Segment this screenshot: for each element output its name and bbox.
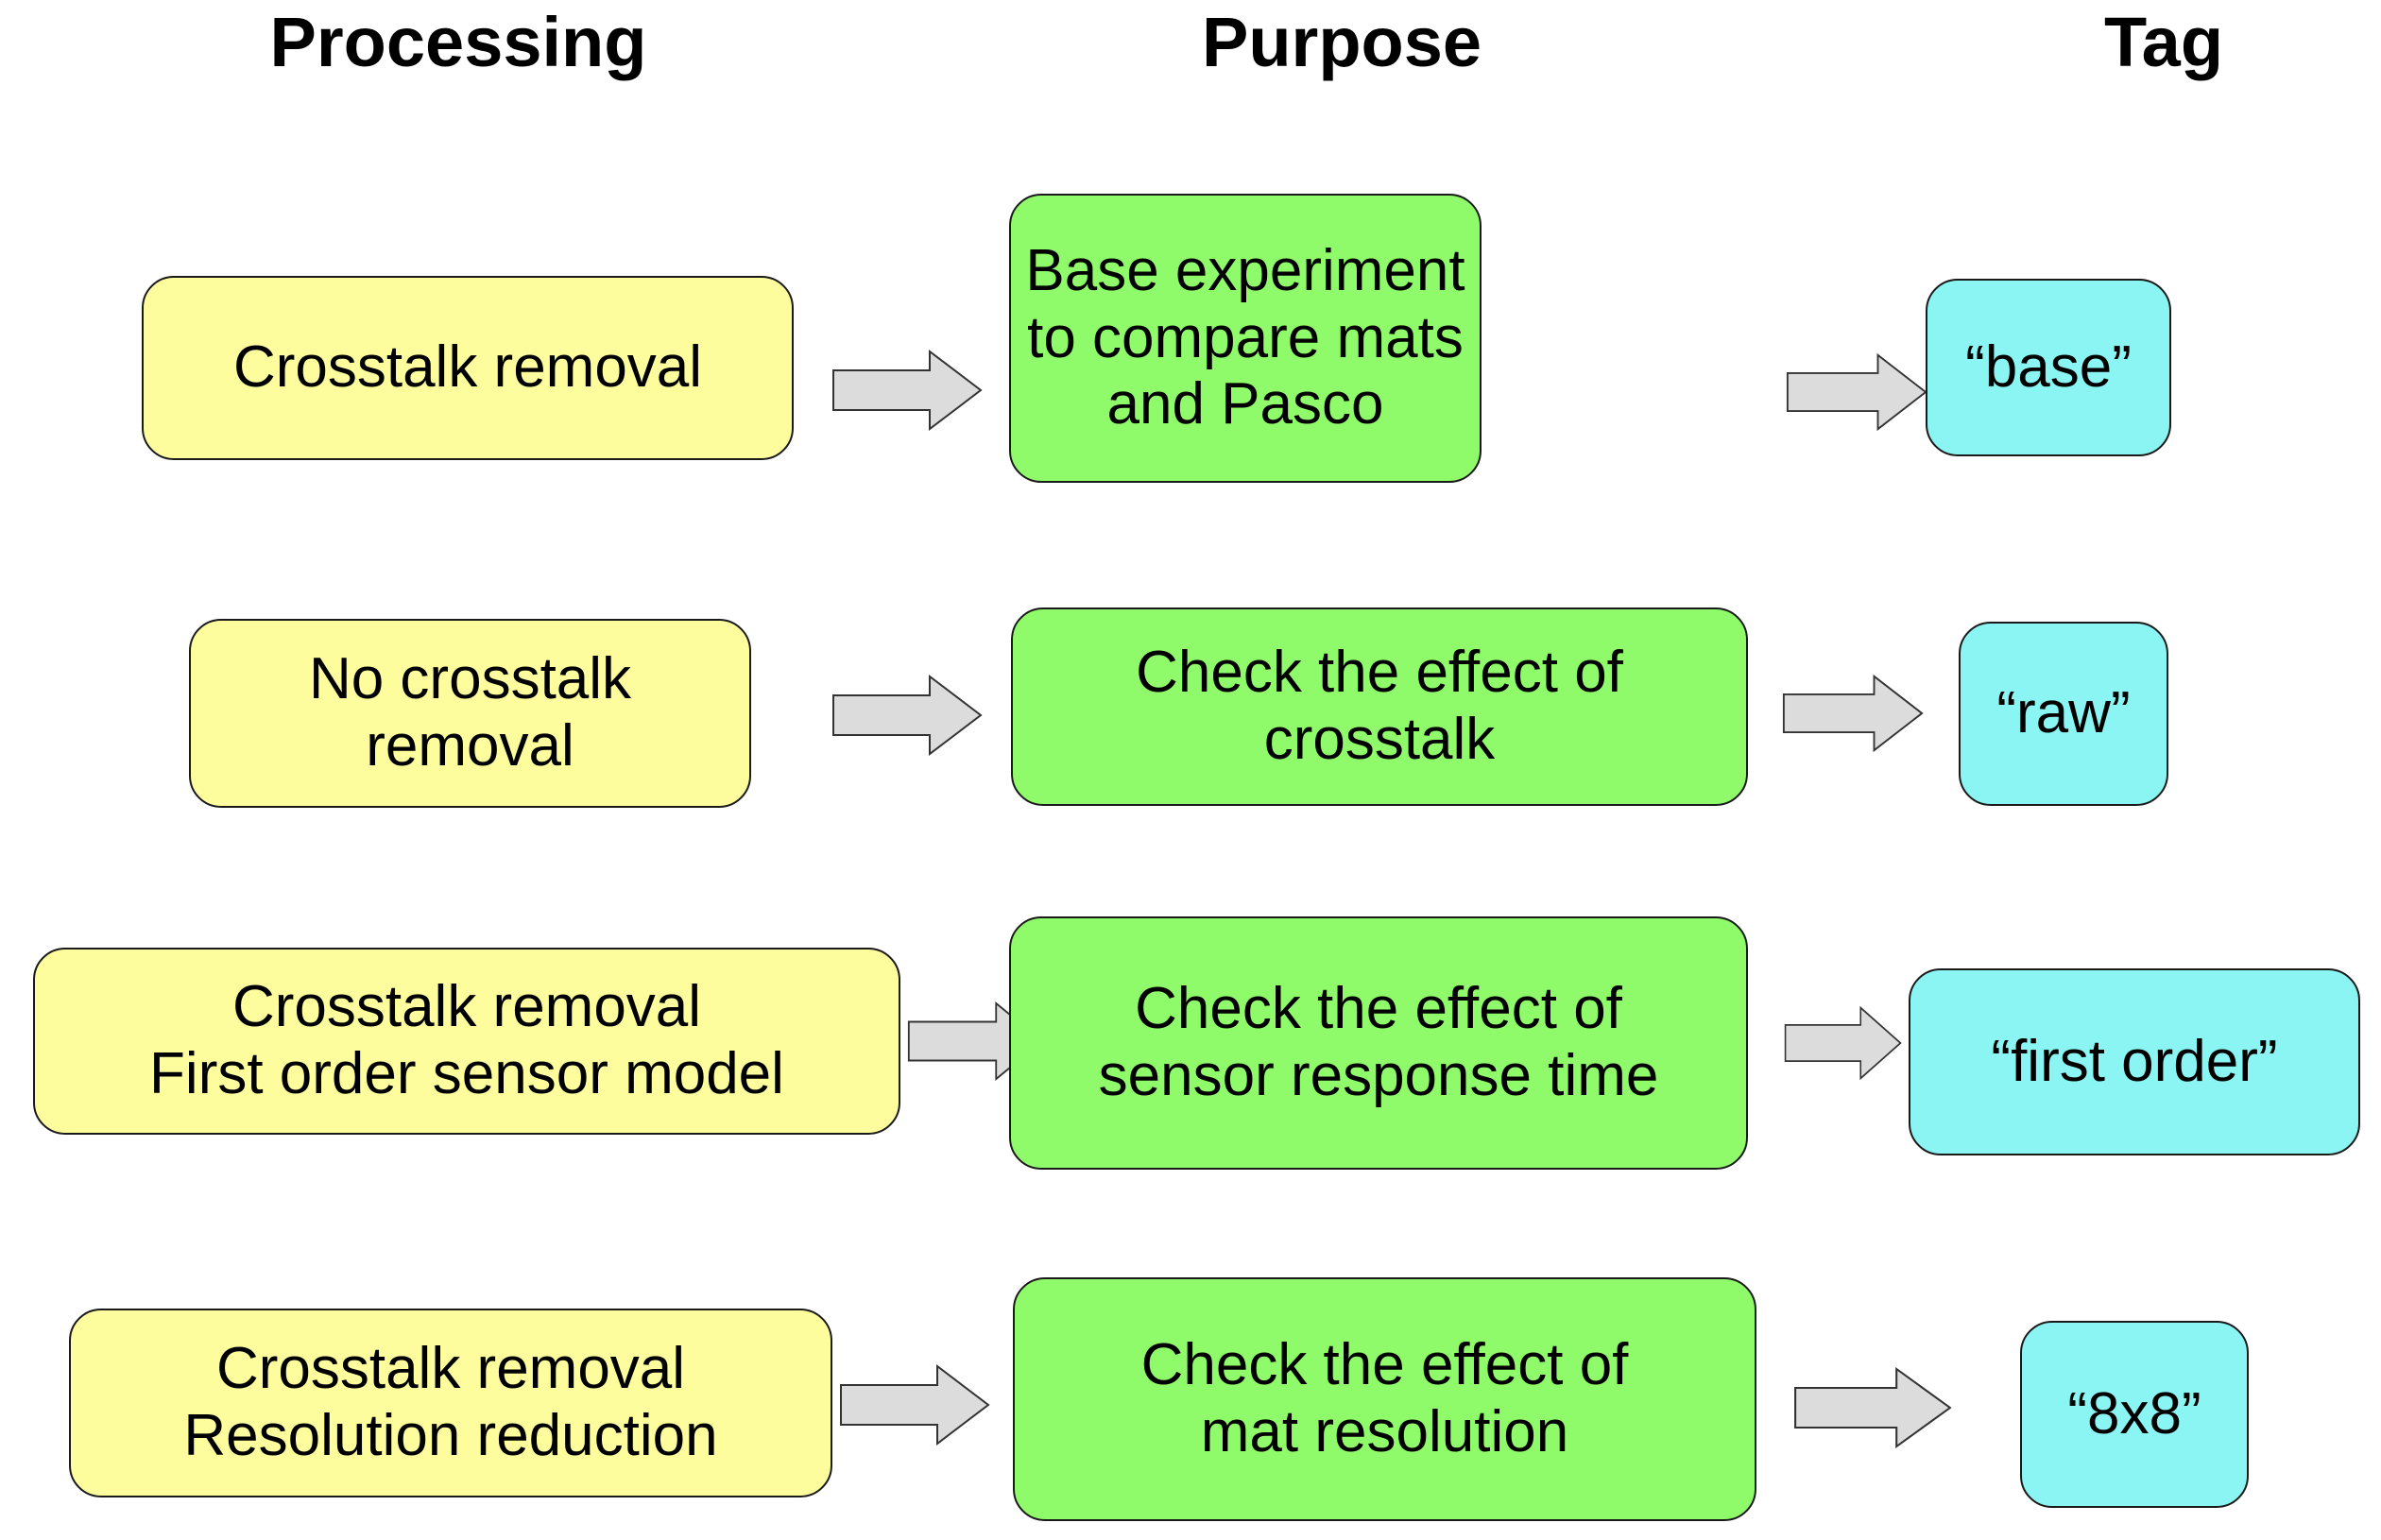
text-line: Check the effect of bbox=[1135, 976, 1622, 1042]
tag-box-row-3[interactable]: “first order” bbox=[1909, 968, 2360, 1155]
text-line: mat resolution bbox=[1200, 1399, 1569, 1464]
text-line: removal bbox=[366, 713, 574, 779]
arrow-row-2-purpose-to-tag bbox=[1782, 673, 1924, 754]
tag-box-row-2[interactable]: “raw” bbox=[1959, 622, 2168, 806]
text-line: Crosstalk removal bbox=[215, 1336, 686, 1402]
text-line: Crosstalk removal bbox=[231, 974, 702, 1040]
purpose-box-row-1[interactable]: Base experiment to compare mats and Pasc… bbox=[1009, 194, 1482, 483]
column-header-processing: Processing bbox=[269, 3, 647, 81]
processing-box-row-3-label: Crosstalk removal First order sensor mod… bbox=[46, 974, 887, 1107]
text-line: First order sensor model bbox=[149, 1041, 784, 1106]
text-line: sensor response time bbox=[1098, 1043, 1659, 1108]
text-line: Check the effect of bbox=[1136, 640, 1623, 706]
processing-box-row-1-label: Crosstalk removal bbox=[155, 334, 780, 402]
processing-box-row-2[interactable]: No crosstalk removal bbox=[189, 619, 751, 808]
purpose-box-row-4-label: Check the effect of mat resolution bbox=[1026, 1332, 1743, 1465]
processing-box-row-2-label: No crosstalk removal bbox=[202, 646, 738, 779]
tag-box-row-4[interactable]: “8x8” bbox=[2020, 1321, 2249, 1508]
text-line: “raw” bbox=[1996, 680, 2131, 746]
text-line: Base experiment bbox=[1025, 237, 1465, 303]
processing-box-row-1[interactable]: Crosstalk removal bbox=[142, 276, 794, 460]
column-header-tag: Tag bbox=[2103, 3, 2224, 81]
tag-box-row-1-label: “base” bbox=[1939, 334, 2158, 402]
tag-box-row-3-label: “first order” bbox=[1922, 1029, 2347, 1096]
purpose-box-row-2-label: Check the effect of crosstalk bbox=[1024, 640, 1735, 773]
processing-box-row-4[interactable]: Crosstalk removal Resolution reduction bbox=[69, 1309, 832, 1497]
purpose-box-row-4[interactable]: Check the effect of mat resolution bbox=[1013, 1277, 1756, 1521]
arrow-row-4-purpose-to-tag bbox=[1793, 1365, 1952, 1450]
purpose-box-row-3-label: Check the effect of sensor response time bbox=[1022, 976, 1735, 1109]
text-line: to compare mats bbox=[1027, 304, 1464, 370]
text-line: crosstalk bbox=[1263, 707, 1496, 772]
purpose-box-row-1-label: Base experiment to compare mats and Pasc… bbox=[1022, 238, 1468, 438]
text-line: No crosstalk bbox=[308, 646, 632, 712]
text-line: “first order” bbox=[1991, 1028, 2278, 1094]
text-line: and Pasco bbox=[1106, 371, 1384, 437]
arrow-row-2-processing-to-purpose bbox=[831, 673, 983, 758]
tag-box-row-4-label: “8x8” bbox=[2033, 1381, 2235, 1448]
text-line: Check the effect of bbox=[1140, 1332, 1629, 1398]
text-line: “8x8” bbox=[2067, 1380, 2201, 1446]
processing-box-row-4-label: Crosstalk removal Resolution reduction bbox=[82, 1336, 819, 1469]
processing-box-row-3[interactable]: Crosstalk removal First order sensor mod… bbox=[33, 948, 900, 1135]
text-line: Resolution reduction bbox=[183, 1403, 718, 1468]
purpose-box-row-2[interactable]: Check the effect of crosstalk bbox=[1011, 607, 1748, 806]
purpose-box-row-3[interactable]: Check the effect of sensor response time bbox=[1009, 916, 1748, 1170]
text-line: “base” bbox=[1965, 334, 2132, 400]
column-header-purpose: Purpose bbox=[1201, 3, 1482, 81]
text-line: Crosstalk removal bbox=[232, 334, 703, 401]
tag-box-row-2-label: “raw” bbox=[1972, 680, 2155, 747]
arrow-row-1-processing-to-purpose bbox=[831, 348, 983, 433]
arrow-row-4-processing-to-purpose bbox=[839, 1362, 990, 1447]
tag-box-row-1[interactable]: “base” bbox=[1926, 279, 2171, 456]
arrow-row-3-purpose-to-tag bbox=[1784, 1004, 1902, 1082]
arrow-row-1-purpose-to-tag bbox=[1786, 351, 1927, 433]
